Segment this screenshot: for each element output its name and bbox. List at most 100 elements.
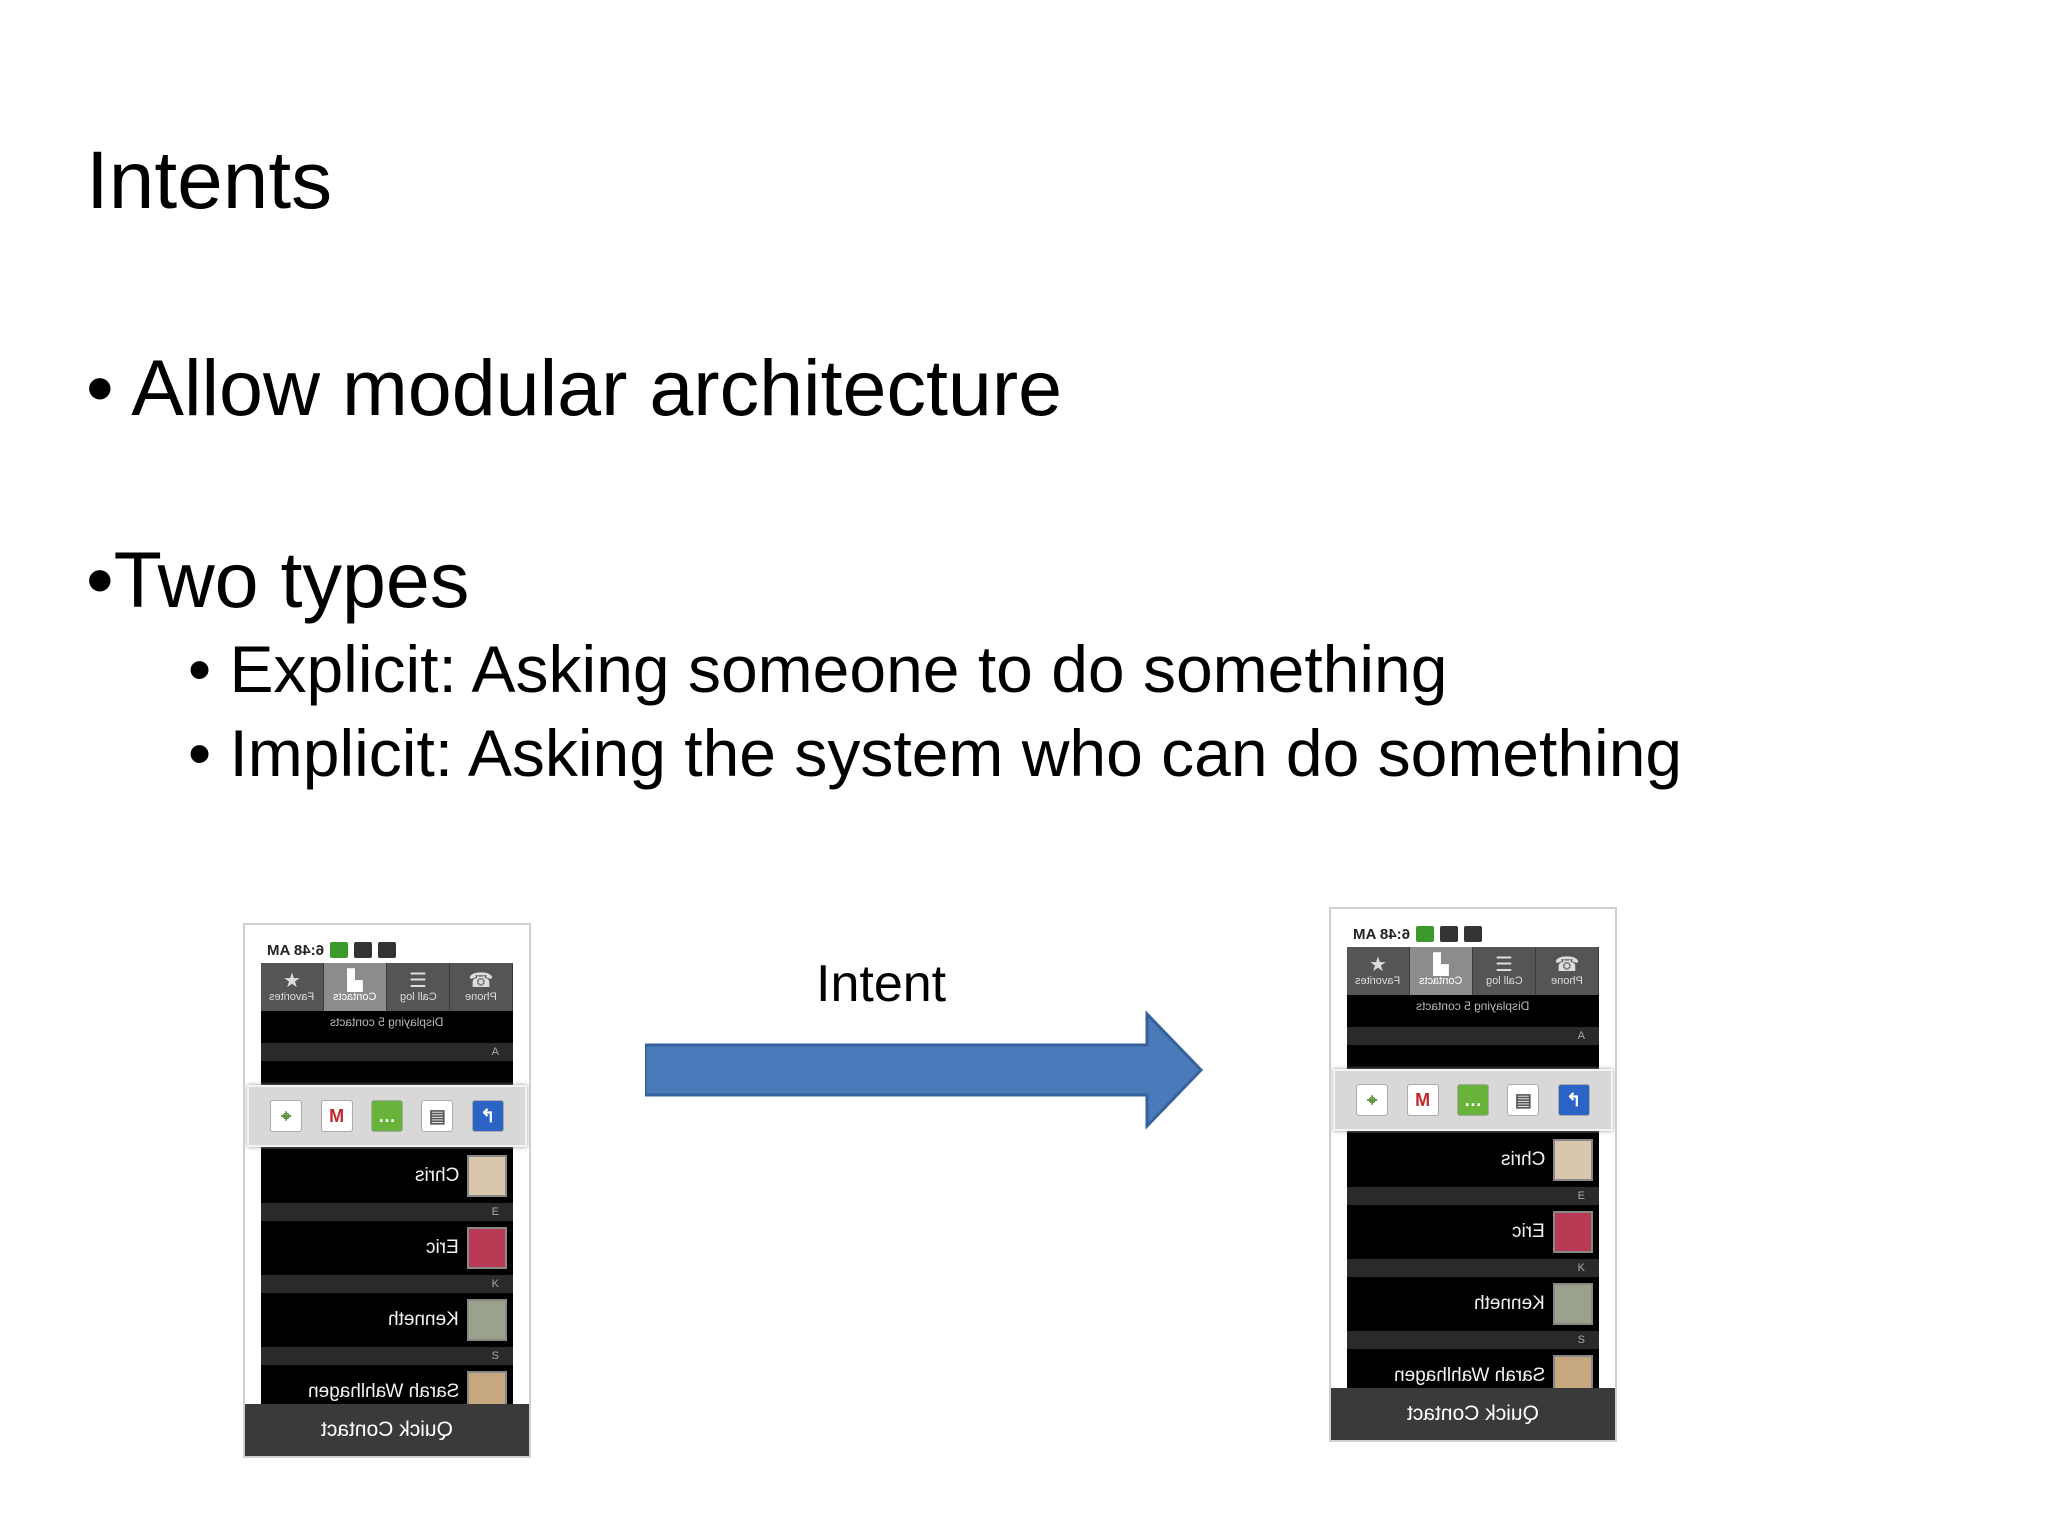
tab-label: Contacts [1419, 975, 1463, 987]
status-bar: 6:48 AM [261, 937, 513, 963]
quick-contact-footer: Quick Contact [1331, 1388, 1615, 1440]
tab-favorites[interactable]: ★Favorites [1347, 947, 1410, 995]
tab-favorites[interactable]: ★Favorites [261, 963, 324, 1011]
avatar [1553, 1139, 1593, 1181]
sub-bullet-text: Explicit: Asking someone to do something [229, 632, 1448, 706]
gmail-icon[interactable]: M [1406, 1084, 1439, 1116]
contact-name: Sarah Wahlhagen [307, 1381, 459, 1402]
tab-bar: ★Favorites ▙Contacts ☰Call log ☎Phone [1347, 947, 1599, 995]
letter-header: A [261, 1043, 513, 1061]
bullet-dot: • [86, 535, 114, 624]
battery-icon [1415, 926, 1434, 942]
tab-label: Call log [399, 991, 437, 1003]
phone-screen: 6:48 AM ★Favorites ▙Contacts ☰Call log ☎… [1333, 921, 1613, 1403]
avatar [467, 1227, 507, 1269]
tab-contacts[interactable]: ▙Contacts [1410, 947, 1473, 995]
letter-header: S [1347, 1331, 1599, 1349]
tab-bar: ★Favorites ▙Contacts ☰Call log ☎Phone [261, 963, 513, 1011]
contact-name: Sarah Wahlhagen [1393, 1365, 1545, 1386]
sms-icon[interactable]: … [370, 1100, 403, 1132]
sub-bullet-explicit: • Explicit: Asking someone to do somethi… [188, 636, 1447, 702]
contact-row[interactable]: Chris [261, 1149, 513, 1203]
star-icon: ★ [1369, 954, 1387, 976]
quick-contact-strip: ⌖ M … ▤ ↰ [247, 1085, 527, 1147]
sub-bullet-implicit: • Implicit: Asking the system who can do… [188, 720, 1682, 786]
tab-call-log[interactable]: ☰Call log [1473, 947, 1536, 995]
contact-name: Eric [426, 1237, 459, 1258]
displaying-text: Displaying 5 contacts [1416, 999, 1530, 1013]
sub-bullet-text: Implicit: Asking the system who can do s… [229, 716, 1683, 790]
status-bar: 6:48 AM [1347, 921, 1599, 947]
letter-header: E [261, 1203, 513, 1221]
tab-label: Contacts [333, 991, 377, 1003]
call-log-icon: ☰ [1495, 954, 1513, 976]
tab-label: Phone [1551, 975, 1583, 987]
contact-name: Chris [1500, 1149, 1545, 1170]
contact-row[interactable]: Kenneth [1347, 1277, 1599, 1331]
bullet-text: Allow modular architecture [131, 343, 1063, 432]
contact-name: Kenneth [388, 1309, 459, 1330]
phone-screen: 6:48 AM ★Favorites ▙Contacts ☰Call log ☎… [247, 937, 527, 1419]
maps-icon[interactable]: ⌖ [1356, 1084, 1389, 1116]
phone-icon: ☎ [1554, 954, 1580, 976]
contact-name: Eric [1512, 1221, 1545, 1242]
bullet-text: Two types [113, 535, 470, 624]
network-icon [1463, 926, 1482, 942]
tab-label: Phone [465, 991, 497, 1003]
slide-title: Intents [86, 135, 333, 226]
avatar [1553, 1211, 1593, 1253]
bullet-dot: • [86, 343, 114, 432]
contact-row[interactable]: Eric [1347, 1205, 1599, 1259]
tab-label: Call log [1485, 975, 1523, 987]
contact-card-icon[interactable]: ▤ [1507, 1084, 1540, 1116]
letter-header: E [1347, 1187, 1599, 1205]
letter-header: A [1347, 1027, 1599, 1045]
intent-label: Intent [816, 955, 947, 1013]
contact-row[interactable]: Eric [261, 1221, 513, 1275]
contact-row[interactable]: Chris [1347, 1133, 1599, 1187]
bullet-dot: • [188, 632, 212, 706]
tab-contacts[interactable]: ▙Contacts [324, 963, 387, 1011]
star-icon: ★ [283, 970, 301, 992]
phone-icon: ☎ [468, 970, 494, 992]
signal-icon [1439, 926, 1458, 942]
contact-card-icon[interactable]: ▤ [421, 1100, 454, 1132]
avatar [1553, 1283, 1593, 1325]
sms-icon[interactable]: … [1456, 1084, 1489, 1116]
contacts-icon: ▙ [1433, 954, 1449, 976]
gmail-icon[interactable]: M [320, 1100, 353, 1132]
intent-arrow [645, 1010, 1204, 1130]
avatar [467, 1299, 507, 1341]
tab-label: Favorites [1355, 975, 1401, 987]
displaying-text: Displaying 5 contacts [330, 1015, 444, 1029]
maps-icon[interactable]: ⌖ [270, 1100, 303, 1132]
phone-screenshot-right: 6:48 AM ★Favorites ▙Contacts ☰Call log ☎… [1329, 907, 1617, 1442]
tab-phone[interactable]: ☎Phone [450, 963, 513, 1011]
status-time: 6:48 AM [267, 941, 324, 959]
contact-row[interactable]: Kenneth [261, 1293, 513, 1347]
bullet-allow-modular: • Allow modular architecture [86, 348, 1062, 427]
call-icon[interactable]: ↰ [471, 1100, 504, 1132]
bullet-two-types: •Two types [86, 540, 469, 619]
letter-header: K [1347, 1259, 1599, 1277]
contact-name: Kenneth [1474, 1293, 1545, 1314]
signal-icon [353, 942, 372, 958]
call-icon[interactable]: ↰ [1557, 1084, 1590, 1116]
intent-arrow-shape [645, 1010, 1204, 1130]
letter-header: K [261, 1275, 513, 1293]
phone-screenshot-left: 6:48 AM ★Favorites ▙Contacts ☰Call log ☎… [243, 923, 531, 1458]
status-time: 6:48 AM [1353, 925, 1410, 943]
tab-call-log[interactable]: ☰Call log [387, 963, 450, 1011]
quick-contact-footer: Quick Contact [245, 1404, 529, 1456]
tab-label: Favorites [269, 991, 315, 1003]
contact-name: Chris [414, 1165, 459, 1186]
quick-contact-strip: ⌖ M … ▤ ↰ [1333, 1069, 1613, 1131]
network-icon [377, 942, 396, 958]
battery-icon [329, 942, 348, 958]
tab-phone[interactable]: ☎Phone [1536, 947, 1599, 995]
displaying-count: Displaying 5 contacts [261, 1011, 513, 1033]
avatar [467, 1155, 507, 1197]
displaying-count: Displaying 5 contacts [1347, 995, 1599, 1017]
footer-text: Quick Contact [321, 1418, 453, 1441]
letter-header: S [261, 1347, 513, 1365]
